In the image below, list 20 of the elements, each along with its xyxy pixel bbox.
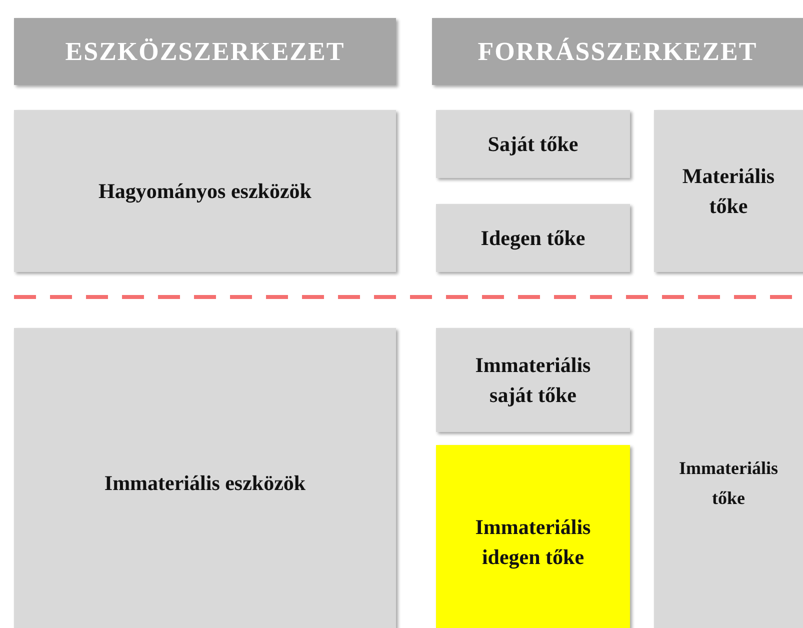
category-box bbox=[436, 445, 630, 628]
category-box bbox=[654, 328, 803, 628]
header-bar bbox=[14, 18, 396, 85]
box-label: Hagyományos eszközök bbox=[98, 178, 312, 205]
box-label: Immateriális tőke bbox=[678, 457, 779, 510]
category-box bbox=[14, 328, 396, 628]
box-label: Immateriális idegen tőke bbox=[474, 514, 592, 571]
category-box bbox=[436, 204, 630, 272]
category-box bbox=[436, 110, 630, 178]
category-box bbox=[14, 110, 396, 272]
header-bar bbox=[432, 18, 803, 85]
category-box bbox=[654, 110, 803, 272]
box-label: Saját tőke bbox=[488, 131, 578, 158]
box-label: Materiális tőke bbox=[681, 163, 776, 220]
section-heading: ESZKÖZSZERKEZET bbox=[65, 36, 345, 66]
box-label: Immateriális saját tőke bbox=[474, 352, 592, 409]
section-heading: FORRÁSSZERKEZET bbox=[478, 36, 758, 66]
box-label: Idegen tőke bbox=[480, 225, 586, 252]
category-box bbox=[436, 328, 630, 432]
box-label: Immateriális eszközök bbox=[104, 470, 306, 497]
